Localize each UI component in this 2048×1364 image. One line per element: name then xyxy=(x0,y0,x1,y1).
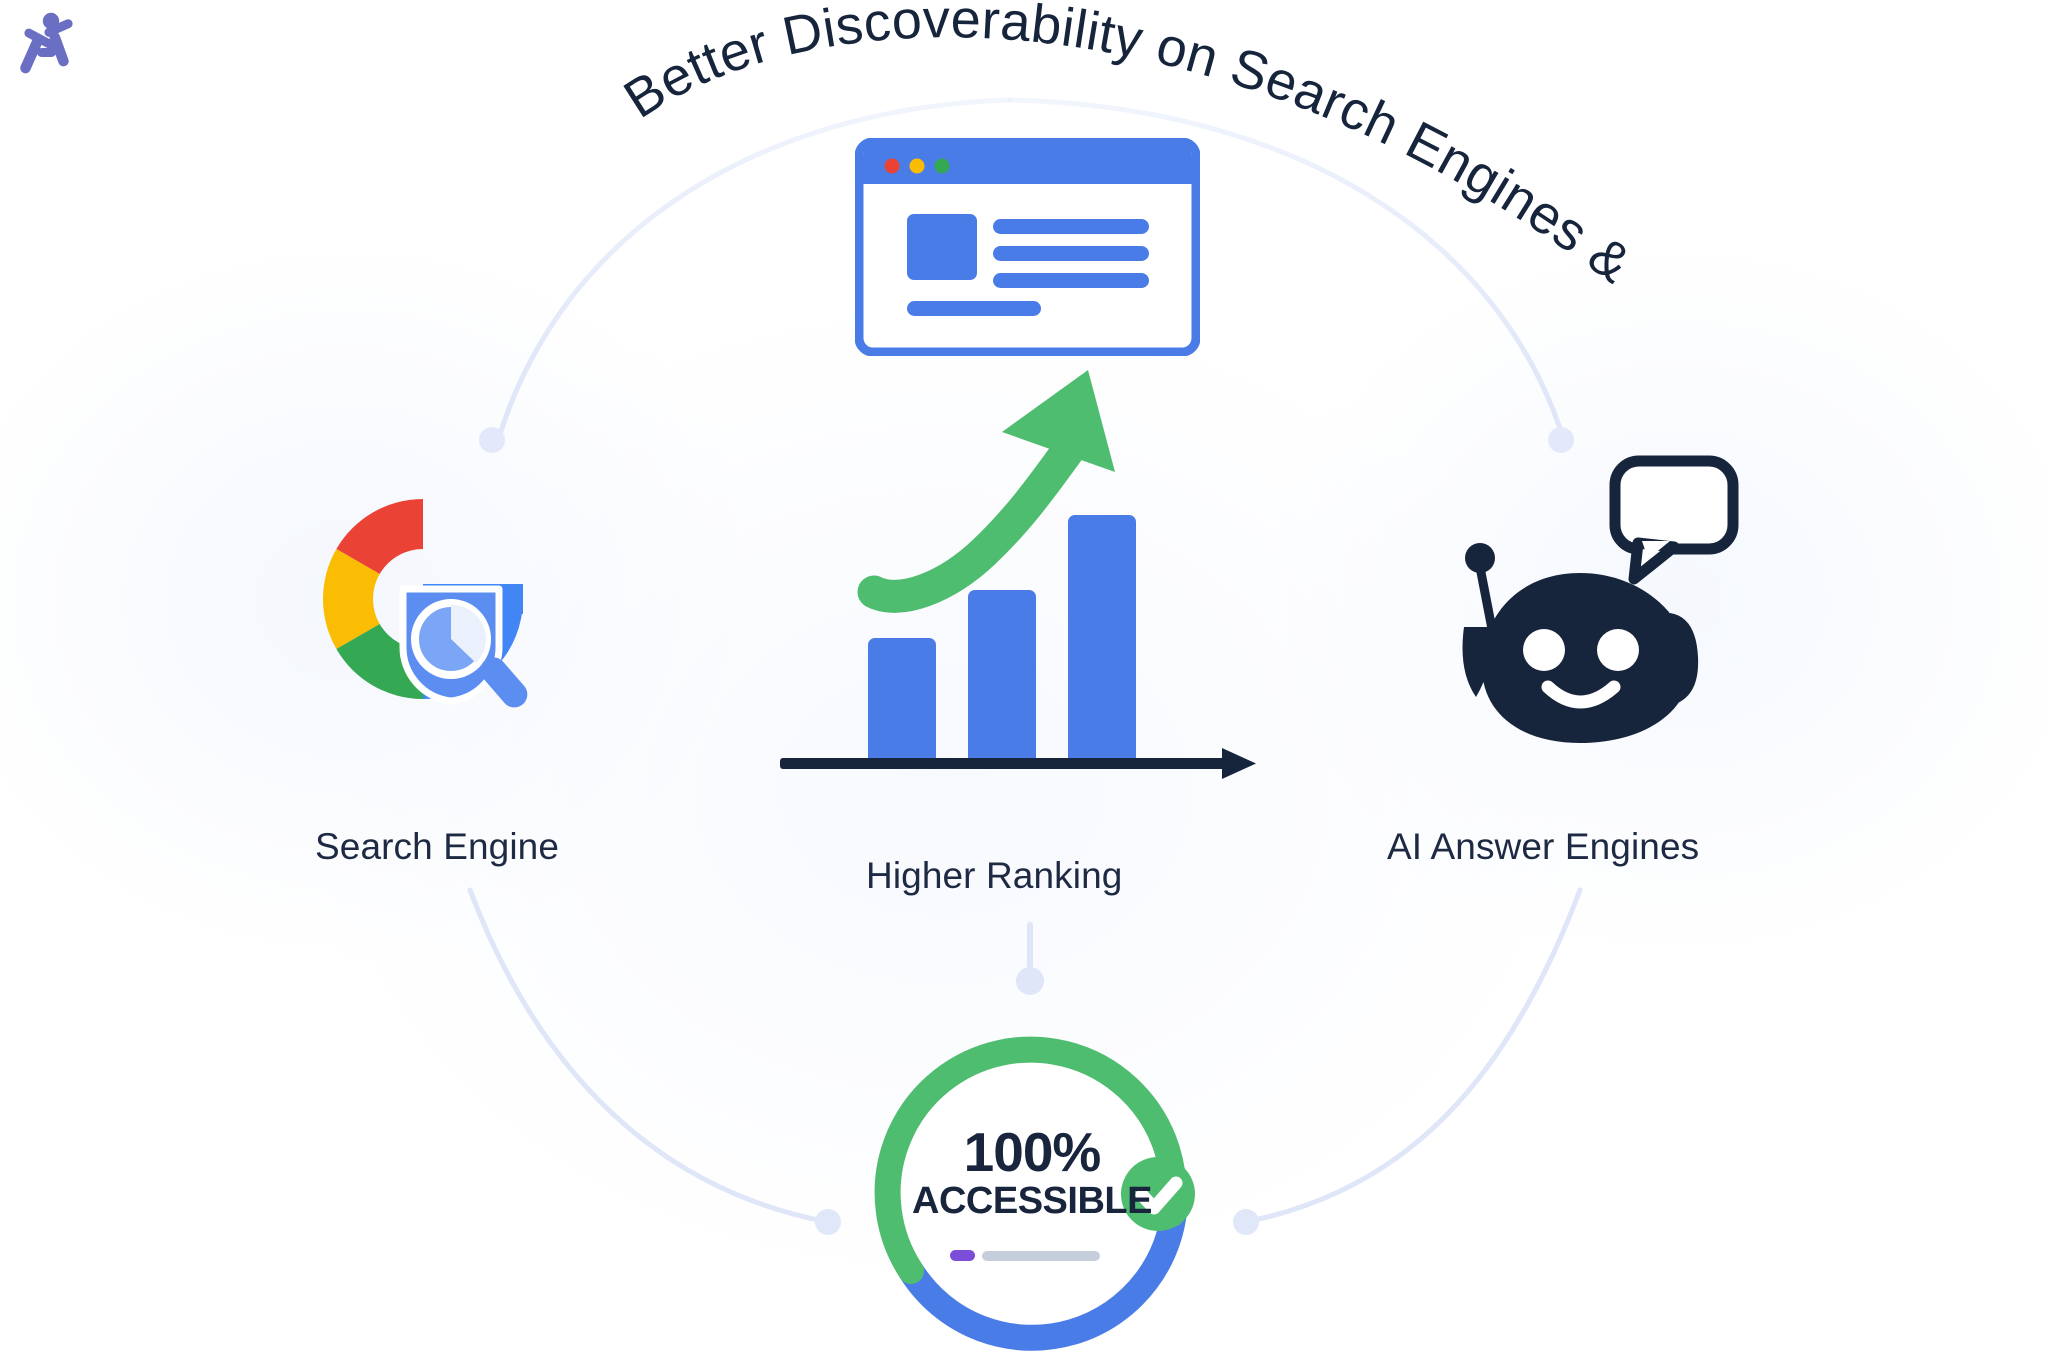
speech-bubble-icon xyxy=(1609,455,1739,585)
content-line xyxy=(993,273,1149,288)
robot-eye-right xyxy=(1597,629,1639,671)
label-search-engine: Search Engine xyxy=(315,826,560,867)
arc-endpoint-dot xyxy=(815,1209,841,1235)
chatbot-robot-icon[interactable] xyxy=(1452,455,1752,755)
content-line xyxy=(907,301,1041,316)
arc-ai-to-browser xyxy=(1007,97,1568,447)
arc-search-to-browser xyxy=(494,97,1013,447)
trend-arrow-curve xyxy=(857,431,1087,613)
arc-endpoint-dot xyxy=(1233,1209,1259,1235)
robot-head xyxy=(1482,573,1690,743)
content-line xyxy=(993,219,1149,234)
gauge-progress-track xyxy=(982,1250,1100,1261)
gauge-ring xyxy=(874,1036,1195,1351)
gauge-progress-bar xyxy=(950,1250,1100,1261)
magnifier-badge xyxy=(399,585,528,708)
traffic-light-green xyxy=(934,158,950,174)
google-yellow-arc xyxy=(323,549,380,649)
content-line xyxy=(993,246,1149,261)
robot-eye-left xyxy=(1523,629,1565,671)
robot-smile xyxy=(1541,680,1621,709)
accessibility-gauge[interactable]: 100% ACCESSIBLE xyxy=(862,1028,1202,1364)
chart-bar xyxy=(868,638,936,765)
trend-arrow-head xyxy=(1002,370,1115,472)
robot-antenna-tip xyxy=(1465,543,1495,573)
arc-endpoint-dot xyxy=(1548,427,1574,453)
arc-ai-to-gauge xyxy=(1242,887,1583,1225)
growth-bar-chart-icon xyxy=(780,370,1256,779)
gauge-progress-filled xyxy=(950,1250,975,1261)
arc-search-to-gauge xyxy=(467,887,831,1225)
google-red-arc xyxy=(336,499,423,574)
chart-axis xyxy=(780,758,1230,769)
arc-endpoint-dot xyxy=(479,427,505,453)
gauge-percent-value: 100% xyxy=(963,1121,1102,1183)
gauge-ring-remaining xyxy=(900,1193,1189,1351)
robot-antenna-stem xyxy=(1475,564,1497,635)
label-higher-ranking: Higher Ranking xyxy=(866,855,1123,896)
chart-bar xyxy=(968,590,1036,765)
browser-window-icon xyxy=(855,138,1200,356)
chart-bar xyxy=(1068,515,1136,765)
check-circle-icon xyxy=(1121,1157,1195,1231)
label-ai-answer-engines: AI Answer Engines xyxy=(1387,826,1700,867)
gauge-ring-complete xyxy=(874,1036,1187,1284)
arc-endpoint-dot xyxy=(1016,967,1044,995)
chart-axis-arrowhead xyxy=(1222,748,1256,779)
google-search-magnifier-icon[interactable] xyxy=(315,495,565,755)
traffic-light-red xyxy=(884,158,900,174)
google-green-arc xyxy=(336,624,423,699)
gauge-caption: ACCESSIBLE xyxy=(912,1180,1152,1222)
traffic-light-yellow xyxy=(909,158,925,174)
accessibility-person-icon[interactable] xyxy=(18,8,92,82)
content-thumbnail xyxy=(907,214,977,280)
